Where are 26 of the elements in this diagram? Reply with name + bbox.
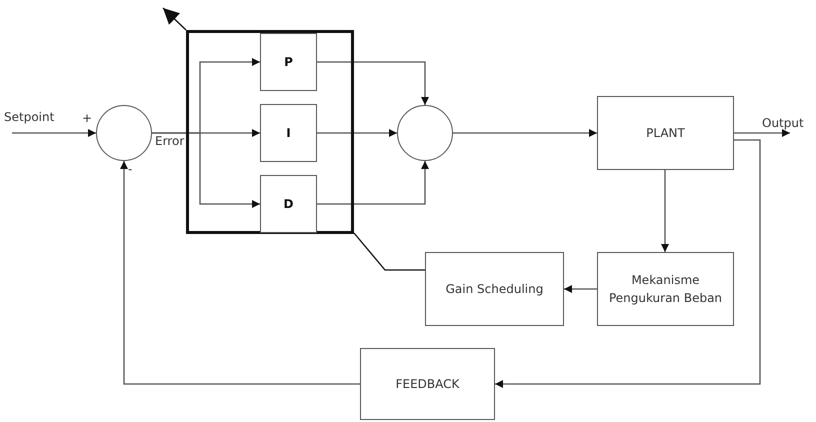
arrow (564, 285, 597, 293)
arrow (317, 61, 429, 105)
process-box: Mekanisme Pengukuran Beban (597, 252, 734, 326)
arrow (495, 139, 761, 388)
connector-line (354, 232, 425, 271)
signal-label: Error (155, 134, 184, 148)
gain-block: I (260, 104, 317, 162)
arrow (152, 132, 260, 208)
sign-label: + (82, 111, 92, 125)
controller-block (186, 30, 354, 234)
arrow (661, 170, 669, 252)
sign-label: - (128, 162, 132, 176)
arrow (12, 129, 96, 137)
process-box: Gain Scheduling (425, 252, 564, 326)
arrow (162, 8, 186, 30)
arrow (317, 129, 397, 137)
input-label: Setpoint (4, 110, 54, 124)
gain-block: D (260, 175, 317, 233)
arrow (120, 161, 360, 385)
process-box: PLANT (597, 96, 734, 170)
output-label: Output (762, 116, 814, 133)
process-box: FEEDBACK (360, 348, 495, 420)
arrow (734, 129, 790, 137)
arrow (317, 161, 429, 205)
gain-block: P (260, 33, 317, 91)
arrow (453, 129, 597, 137)
